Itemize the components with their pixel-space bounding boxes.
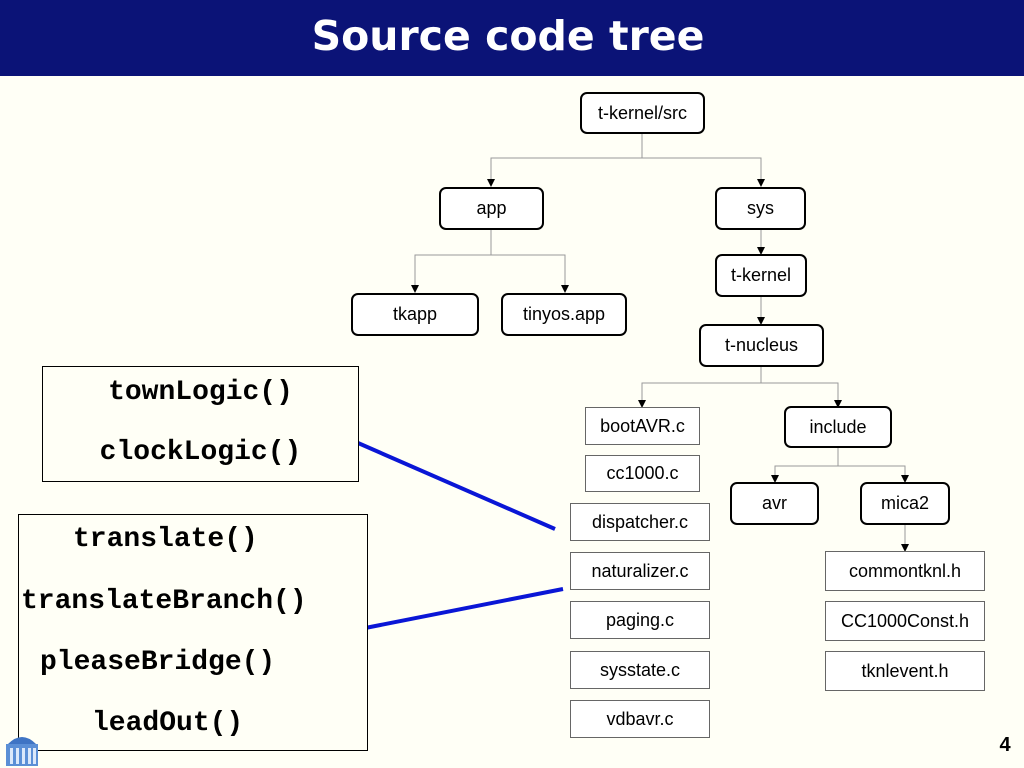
function-clocklogic: clockLogic() xyxy=(99,437,302,468)
edge-app-to-children xyxy=(414,229,566,290)
file-cc1000const-h: CC1000Const.h xyxy=(825,601,985,641)
title-banner xyxy=(0,0,1024,76)
node-include: include xyxy=(784,406,892,448)
slide-title: Source code tree xyxy=(311,12,705,60)
function-translate: translate() xyxy=(73,524,258,555)
node-mica2: mica2 xyxy=(860,482,950,525)
edge-tnucleus-to-children xyxy=(641,366,839,405)
node-t-kernel: t-kernel xyxy=(715,254,807,297)
file-cc1000-c: cc1000.c xyxy=(585,455,700,492)
function-leadout: leadOut() xyxy=(92,708,244,739)
dispatcher-functions-box: townLogic() clockLogic() xyxy=(42,366,359,482)
link-dispatcher-functions xyxy=(341,434,556,531)
node-sys: sys xyxy=(715,187,806,230)
naturalizer-functions-box: translate() translateBranch() pleaseBrid… xyxy=(18,514,368,751)
node-t-kernel-src: t-kernel/src xyxy=(580,92,705,134)
file-commontknl-h: commontknl.h xyxy=(825,551,985,591)
node-t-nucleus: t-nucleus xyxy=(699,324,824,367)
link-naturalizer-functions xyxy=(349,587,564,633)
file-bootavr-c: bootAVR.c xyxy=(585,407,700,445)
node-tkapp: tkapp xyxy=(351,293,479,336)
node-app: app xyxy=(439,187,544,230)
node-tinyos-app: tinyos.app xyxy=(501,293,627,336)
page-number: 4 xyxy=(999,734,1011,756)
university-logo xyxy=(6,737,38,766)
node-avr: avr xyxy=(730,482,819,525)
file-paging-c: paging.c xyxy=(570,601,710,639)
file-naturalizer-c: naturalizer.c xyxy=(570,552,710,590)
function-pleasebridge: pleaseBridge() xyxy=(40,647,276,678)
edge-root-to-app-sys xyxy=(490,133,762,184)
file-tknlevent-h: tknlevent.h xyxy=(825,651,985,691)
file-vdbavr-c: vdbavr.c xyxy=(570,700,710,738)
edge-include-to-children xyxy=(774,447,906,480)
function-townlogic: townLogic() xyxy=(108,377,293,408)
file-dispatcher-c: dispatcher.c xyxy=(570,503,710,541)
function-translatebranch: translateBranch() xyxy=(21,586,307,617)
file-sysstate-c: sysstate.c xyxy=(570,651,710,689)
